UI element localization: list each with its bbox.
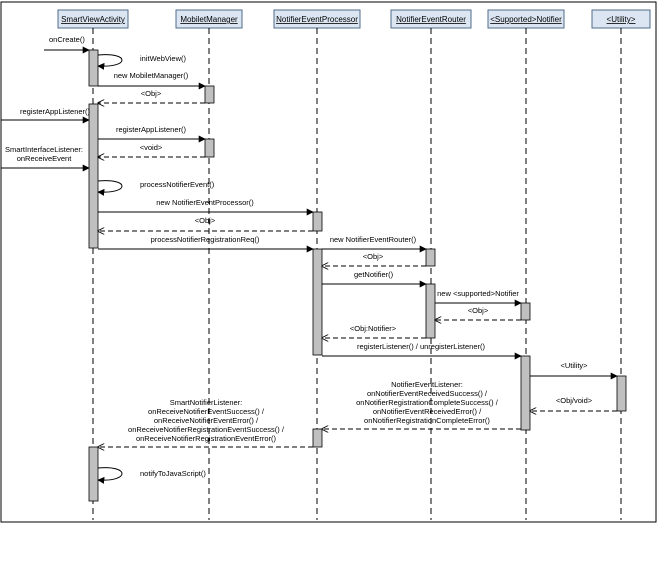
lifeline-utility: <Utility>	[591, 9, 651, 520]
msg-new-supportednotifier-label: new <supported>Notifier	[437, 289, 519, 298]
activation-nep-1	[312, 211, 323, 232]
activation-sva-1	[88, 49, 99, 87]
msg-obj-2-label: <Obj>	[195, 216, 216, 225]
activation-mm-2	[204, 138, 215, 158]
msg-nel-label-5: onNotifierRegistrationCompleteError()	[364, 416, 490, 425]
msg-snl-label-5: onReceiveNotifierRegistrationEventError(…	[136, 434, 277, 443]
activation-ut-1	[616, 375, 627, 412]
activation-sva-2	[88, 103, 99, 249]
activation-nep-2	[312, 248, 323, 356]
msg-obj-1-label: <Obj>	[141, 89, 162, 98]
msg-notifytojavascript-arrow	[97, 467, 123, 484]
msg-register-unregister-label: registerListener() / unregisterListener(…	[357, 342, 485, 351]
msg-void-label: <void>	[140, 143, 163, 152]
activation-ner-1	[425, 248, 436, 267]
msg-oncreate-label: onCreate()	[49, 35, 85, 44]
lifeline-label: NotifierEventProcessor	[276, 15, 358, 24]
msg-smartinterface-label-2: onReceiveEvent	[17, 154, 73, 163]
msg-smartinterface-label-1: SmartInterfaceListener:	[5, 145, 83, 154]
msg-getnotifier-label: getNotifier()	[354, 270, 394, 279]
msg-registerapplistener-ext-label: registerAppListener()	[20, 107, 91, 116]
msg-processnotifierevent-label: processNotifierEvent()	[140, 180, 215, 189]
msg-snl-label-1: SmartNotifierListener:	[170, 398, 243, 407]
msg-snl-label-2: onReceiveNotifierEventSuccess() /	[148, 407, 265, 416]
msg-obj-4-label: <Obj>	[468, 306, 489, 315]
msg-registerapplistener-label: registerAppListener()	[116, 125, 187, 134]
lifeline-label: <Supported>Notifier	[490, 15, 562, 24]
msg-processnotifierevent-arrow	[97, 180, 123, 196]
msg-new-nep-label: new NotifierEventProcessor()	[156, 198, 254, 207]
msg-initwebview-label: initWebView()	[140, 54, 186, 63]
msg-new-ner-label: new NotifierEventRouter()	[330, 235, 417, 244]
lifeline-label: SmartViewActivity	[61, 15, 125, 24]
msg-nel-label-3: onNotifierRegistrationCompleteSuccess() …	[356, 398, 499, 407]
lifeline-label: <Utility>	[607, 15, 636, 24]
msg-nel-label-4: onNotifierEventReceivedError() /	[373, 407, 482, 416]
msg-snl-label-4: onReceiveNotifierRegistrationEventSucces…	[128, 425, 285, 434]
activation-mm-1	[204, 85, 215, 104]
msg-obj-void-label: <Obj/void>	[556, 396, 593, 405]
lifeline-supportednotifier: <Supported>Notifier	[487, 9, 565, 520]
diagram-frame	[0, 1, 657, 523]
activation-ner-2	[425, 283, 436, 339]
lifeline-mobiletmanager: MobiletManager	[175, 9, 243, 520]
msg-snl-label-3: onReceiveNotifierEventError() /	[154, 416, 259, 425]
msg-initwebview-arrow	[97, 54, 123, 70]
activation-sn-2	[520, 355, 531, 431]
lifeline-label: MobiletManager	[180, 15, 238, 24]
msg-processnotifierregistrationreq-label: processNotifierRegistrationReq()	[151, 235, 260, 244]
activation-nep-3	[312, 428, 323, 448]
msg-nel-label-1: NotifierEventListener:	[391, 380, 463, 389]
msg-obj-3-label: <Obj>	[363, 252, 384, 261]
activation-sn-1	[520, 302, 531, 321]
msg-new-mobiletmanager-label: new MobiletManager()	[114, 71, 189, 80]
msg-obj-notifier-label: <Obj:Notifier>	[350, 324, 397, 333]
lifeline-notifiereventrouter: NotifierEventRouter	[390, 9, 472, 520]
msg-utility-label: <Utility>	[560, 361, 588, 370]
msg-notifytojavascript-label: notifyToJavaScript()	[140, 469, 206, 478]
lifeline-label: NotifierEventRouter	[396, 15, 466, 24]
activation-sva-3	[88, 446, 99, 502]
msg-nel-label-2: onNotifierEventReceivedSuccess() /	[367, 389, 488, 398]
